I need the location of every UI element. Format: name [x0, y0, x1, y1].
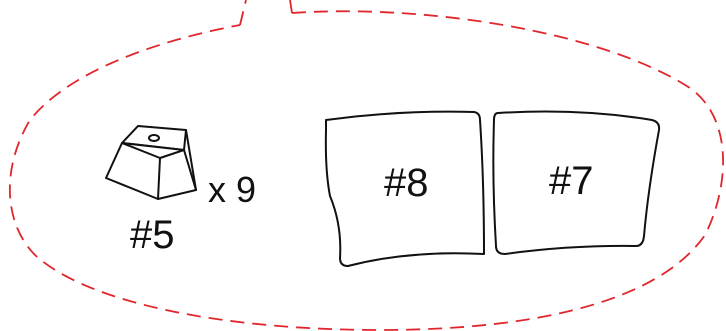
part-8-panel-icon	[324, 110, 485, 267]
callout-pointer-left	[239, 0, 247, 26]
part-7-label: #7	[549, 159, 594, 203]
part-5-label: #5	[130, 213, 175, 257]
part-5-quantity-label: x 9	[208, 169, 256, 210]
part-7-panel-icon	[492, 110, 661, 255]
part-8-label: #8	[384, 161, 429, 205]
callout-bubble-outline	[8, 10, 724, 331]
part-5-block-icon	[105, 125, 197, 200]
callout-pointer-right	[289, 0, 293, 14]
